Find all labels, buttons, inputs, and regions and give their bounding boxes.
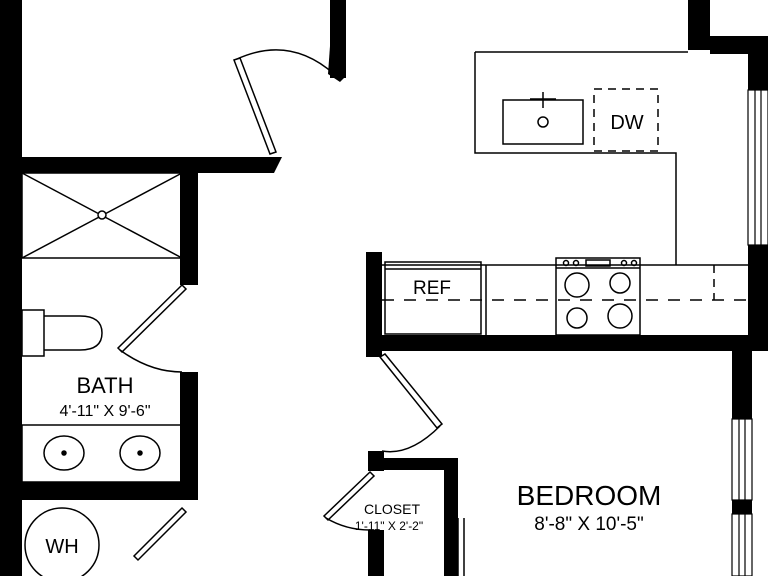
wall-angled-corner xyxy=(262,157,282,173)
shower-drain-icon xyxy=(97,210,107,220)
burner-1-icon xyxy=(564,272,590,298)
water-heater-label: WH xyxy=(45,536,78,558)
wall-bath-right-upper xyxy=(180,173,198,285)
sink-right-icon xyxy=(119,435,161,471)
vanity xyxy=(21,424,183,483)
refrigerator-label: REF xyxy=(413,278,451,299)
angled-walls xyxy=(262,46,346,173)
bedroom-dimensions: 8'-8" X 10'-5" xyxy=(534,514,643,535)
bedroom-label: BEDROOM xyxy=(517,480,662,511)
door-bath-leaf xyxy=(116,283,188,354)
burner-4-icon xyxy=(607,303,633,329)
wall-left-exterior xyxy=(0,0,22,576)
window-bedroom-right-1 xyxy=(731,418,753,501)
door-bedroom-swing xyxy=(381,425,441,453)
closet-label: CLOSET xyxy=(364,501,420,517)
wall-bedroom-right-mid xyxy=(732,500,752,514)
dishwasher xyxy=(593,88,659,152)
wall-top-right xyxy=(688,0,710,50)
wall-right-middle xyxy=(748,245,768,335)
bath-fixtures xyxy=(21,172,183,576)
wall-right-upper xyxy=(748,54,768,90)
toilet-bowl xyxy=(44,315,103,351)
kitchen-fixtures xyxy=(382,51,748,336)
wall-bath-bottom xyxy=(22,482,198,500)
burner-2-icon xyxy=(609,272,631,294)
door-entry-leaf xyxy=(233,57,277,155)
counter-upper xyxy=(474,52,677,265)
wall-closet-right xyxy=(444,458,458,576)
windows xyxy=(731,89,768,576)
door-closet-swing xyxy=(325,517,371,531)
shower xyxy=(21,172,183,259)
bath-label: BATH xyxy=(76,373,133,398)
labels: BATH 4'-11" X 9'-6" BEDROOM 8'-8" X 10'-… xyxy=(45,112,661,558)
dishwasher-label: DW xyxy=(610,112,643,134)
window-bedroom-right-2 xyxy=(731,513,753,576)
doors xyxy=(116,49,465,576)
door-bedroom-leaf xyxy=(378,353,444,430)
window-kitchen-right xyxy=(747,89,768,246)
wall-upper-room-bottom xyxy=(22,157,274,173)
burner-3-icon xyxy=(566,307,588,329)
range xyxy=(555,257,641,336)
wall-closet-left-lower xyxy=(368,530,384,576)
refrigerator xyxy=(384,261,482,335)
wall-closet-top xyxy=(368,458,458,470)
wall-kitchen-bottom xyxy=(366,335,768,351)
door-entry-swing xyxy=(236,49,335,75)
sink-left-icon xyxy=(43,435,85,471)
door-lower-left-leaf xyxy=(132,506,188,562)
closet-dimensions: 1'-11" X 2'-2" xyxy=(355,519,423,533)
water-heater xyxy=(24,507,100,576)
wall-bedroom-right-upper xyxy=(732,351,752,419)
wall-top-right-horizontal xyxy=(710,36,768,54)
door-bath-swing xyxy=(119,349,183,373)
toilet-tank xyxy=(21,309,45,357)
wall-kitchen-left xyxy=(366,252,382,357)
bath-dimensions: 4'-11" X 9'-6" xyxy=(60,403,151,420)
wall-bath-right-lower xyxy=(180,372,198,500)
